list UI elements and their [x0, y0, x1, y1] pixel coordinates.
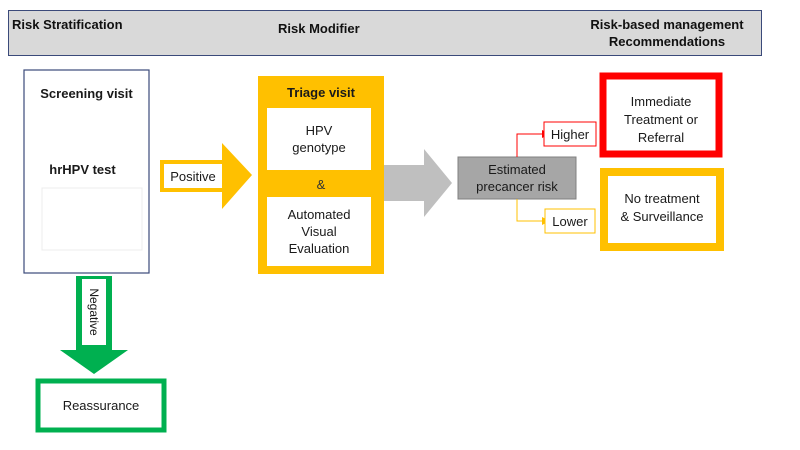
- header-risk-modifier: Risk Modifier: [278, 21, 360, 36]
- reassurance-label: Reassurance: [62, 398, 140, 413]
- estimate-box: [457, 156, 577, 200]
- header-bar: [8, 10, 762, 56]
- gray-arrow: [384, 149, 452, 217]
- screening-inner-placeholder: [41, 187, 143, 251]
- ave-box: [267, 197, 371, 266]
- header-risk-management-line1: Risk-based management: [590, 17, 744, 32]
- lower-connector: [516, 199, 542, 222]
- hrhpv-test-label: hrHPV test: [49, 162, 116, 177]
- header-risk-management: Risk-based management Recommendations: [582, 17, 752, 49]
- lower-box: [544, 208, 596, 234]
- estimate-line2: precancer risk: [476, 179, 558, 194]
- positive-label-bg: [164, 164, 222, 188]
- no-treatment-label: No treatment & Surveillance: [604, 190, 720, 226]
- screening-visit-title: Screening visit: [40, 86, 133, 101]
- notreat-line2: & Surveillance: [620, 209, 704, 224]
- negative-label: Negative: [87, 288, 101, 336]
- estimate-line1: Estimated: [488, 162, 546, 177]
- notreat-line1: No treatment: [624, 191, 700, 206]
- hpv-genotype-box: [267, 108, 371, 170]
- no-treatment-box: [600, 168, 724, 251]
- higher-connector: [516, 133, 542, 157]
- ampersand-label: &: [316, 177, 326, 192]
- header-risk-stratification: Risk Stratification: [12, 17, 123, 32]
- header-risk-management-line2: Recommendations: [608, 34, 726, 49]
- reassurance-box: [35, 378, 167, 433]
- immediate-line2: Treatment or: [624, 112, 698, 127]
- higher-label: Higher: [550, 126, 590, 142]
- higher-box: [543, 121, 597, 147]
- triage-visit-title: Triage visit: [287, 85, 355, 100]
- ave-label: Automated Visual Evaluation: [287, 207, 351, 256]
- immediate-line3: Referral: [637, 130, 685, 145]
- immediate-treatment-box: [599, 72, 723, 158]
- immediate-line1: Immediate: [630, 94, 692, 109]
- positive-label: Positive: [170, 168, 216, 184]
- negative-label-bg: [82, 279, 106, 345]
- estimate-label: Estimated precancer risk: [458, 161, 576, 195]
- lower-label: Lower: [552, 213, 588, 229]
- immediate-treatment-label: Immediate Treatment or Referral: [603, 93, 719, 147]
- hpv-genotype-label: HPV genotype: [292, 123, 346, 155]
